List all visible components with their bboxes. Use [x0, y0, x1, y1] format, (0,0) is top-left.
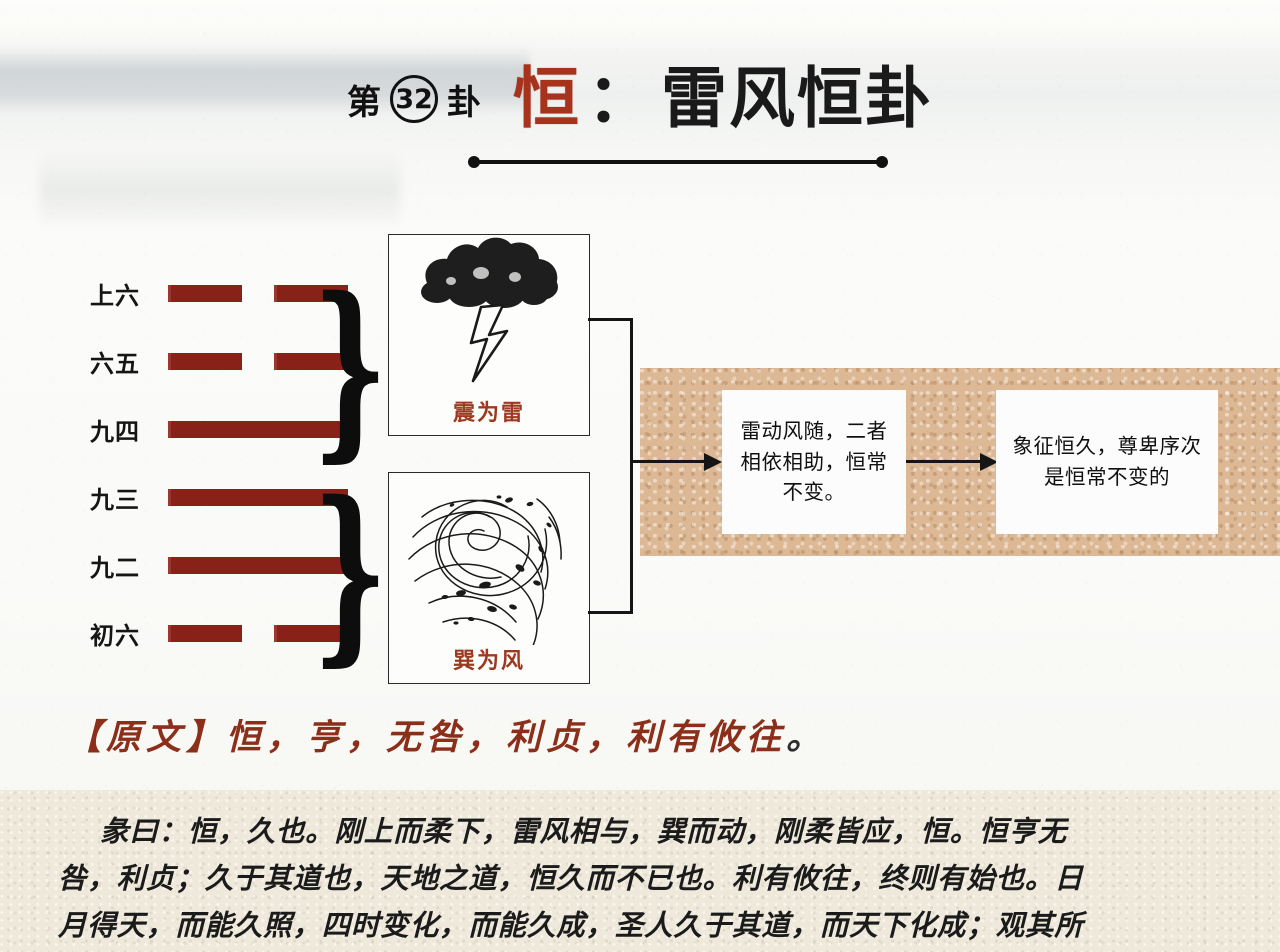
- page-title-accent: 恒: [513, 60, 579, 137]
- original-text-line: 【原文】恒，亨，无咎，利贞，利有攸往。: [66, 706, 966, 762]
- hexagram-line-label: 九二: [90, 553, 140, 582]
- rule-bar: [474, 160, 882, 164]
- hexagram-line-label: 九四: [90, 417, 140, 446]
- original-text-period: 。: [786, 716, 827, 758]
- hexagram-row: 九三: [90, 484, 380, 514]
- hexagram-row: 六五: [90, 348, 380, 378]
- hexagram-row: 初六: [90, 620, 380, 650]
- passage-line: 月得天，而能久照，四时变化，而能久成，圣人久于其道，而天下化成；观其所: [58, 908, 1084, 942]
- hexagram-number-badge: 32: [390, 75, 438, 123]
- interpretation-note-2: 象征恒久，尊卑序次是恒常不变的: [996, 390, 1218, 534]
- hexagram-line-broken: [168, 624, 348, 642]
- hexagram-line-solid: [168, 556, 348, 574]
- hexagram-line-broken: [168, 284, 348, 302]
- trigram-wind-box: 巽为风: [388, 472, 590, 684]
- hexagram-diagram: 上六 六五 九四 九三 九二 初六: [90, 280, 380, 650]
- trigram-wind-caption: 巽为风: [452, 649, 525, 674]
- rule-dot-right: [876, 156, 888, 168]
- passage-line: 彖曰：恒，久也。刚上而柔下，雷风相与，巽而动，刚柔皆应，恒。恒亨无: [100, 814, 1067, 848]
- title-underline-rule: [468, 156, 888, 168]
- hexagram-line-solid: [168, 420, 348, 438]
- thunder-cloud-icon: [421, 237, 558, 383]
- hexagram-row: 九四: [90, 416, 380, 446]
- wind-swirl-icon: [408, 495, 562, 651]
- hexagram-line-label: 六五: [90, 349, 140, 378]
- original-text-label: 【原文】: [66, 716, 227, 758]
- hexagram-row: 上六: [90, 280, 380, 310]
- hexagram-line-label: 九三: [90, 485, 140, 514]
- hexagram-line-label: 初六: [90, 621, 140, 650]
- hexagram-ordinal-prefix: 第: [347, 82, 381, 123]
- hexagram-line-solid: [168, 488, 348, 506]
- passage-line: 咎，利贞；久于其道也，天地之道，恒久而不已也。利有攸往，终则有始也。日: [58, 861, 1084, 895]
- trigram-thunder-box: 震为雷: [388, 234, 590, 436]
- hexagram-line-broken: [168, 352, 348, 370]
- page-title-colon: ：: [587, 60, 653, 137]
- hexagram-line-label: 上六: [90, 281, 140, 310]
- page-header: 第 32 卦 恒 ： 雷风恒卦: [0, 56, 1280, 142]
- hexagram-ordinal-suffix: 卦: [447, 82, 481, 123]
- trigram-thunder-caption: 震为雷: [452, 401, 525, 426]
- original-text-body: 恒，亨，无咎，利贞，利有攸往: [226, 716, 787, 758]
- page-title: 雷风恒卦: [661, 60, 933, 137]
- hexagram-row: 九二: [90, 552, 380, 582]
- interpretation-note-1: 雷动风随，二者相依相助，恒常不变。: [722, 390, 906, 534]
- commentary-passage: 彖曰：恒，久也。刚上而柔下，雷风相与，巽而动，刚柔皆应，恒。恒亨无 咎，利贞；久…: [0, 790, 1280, 952]
